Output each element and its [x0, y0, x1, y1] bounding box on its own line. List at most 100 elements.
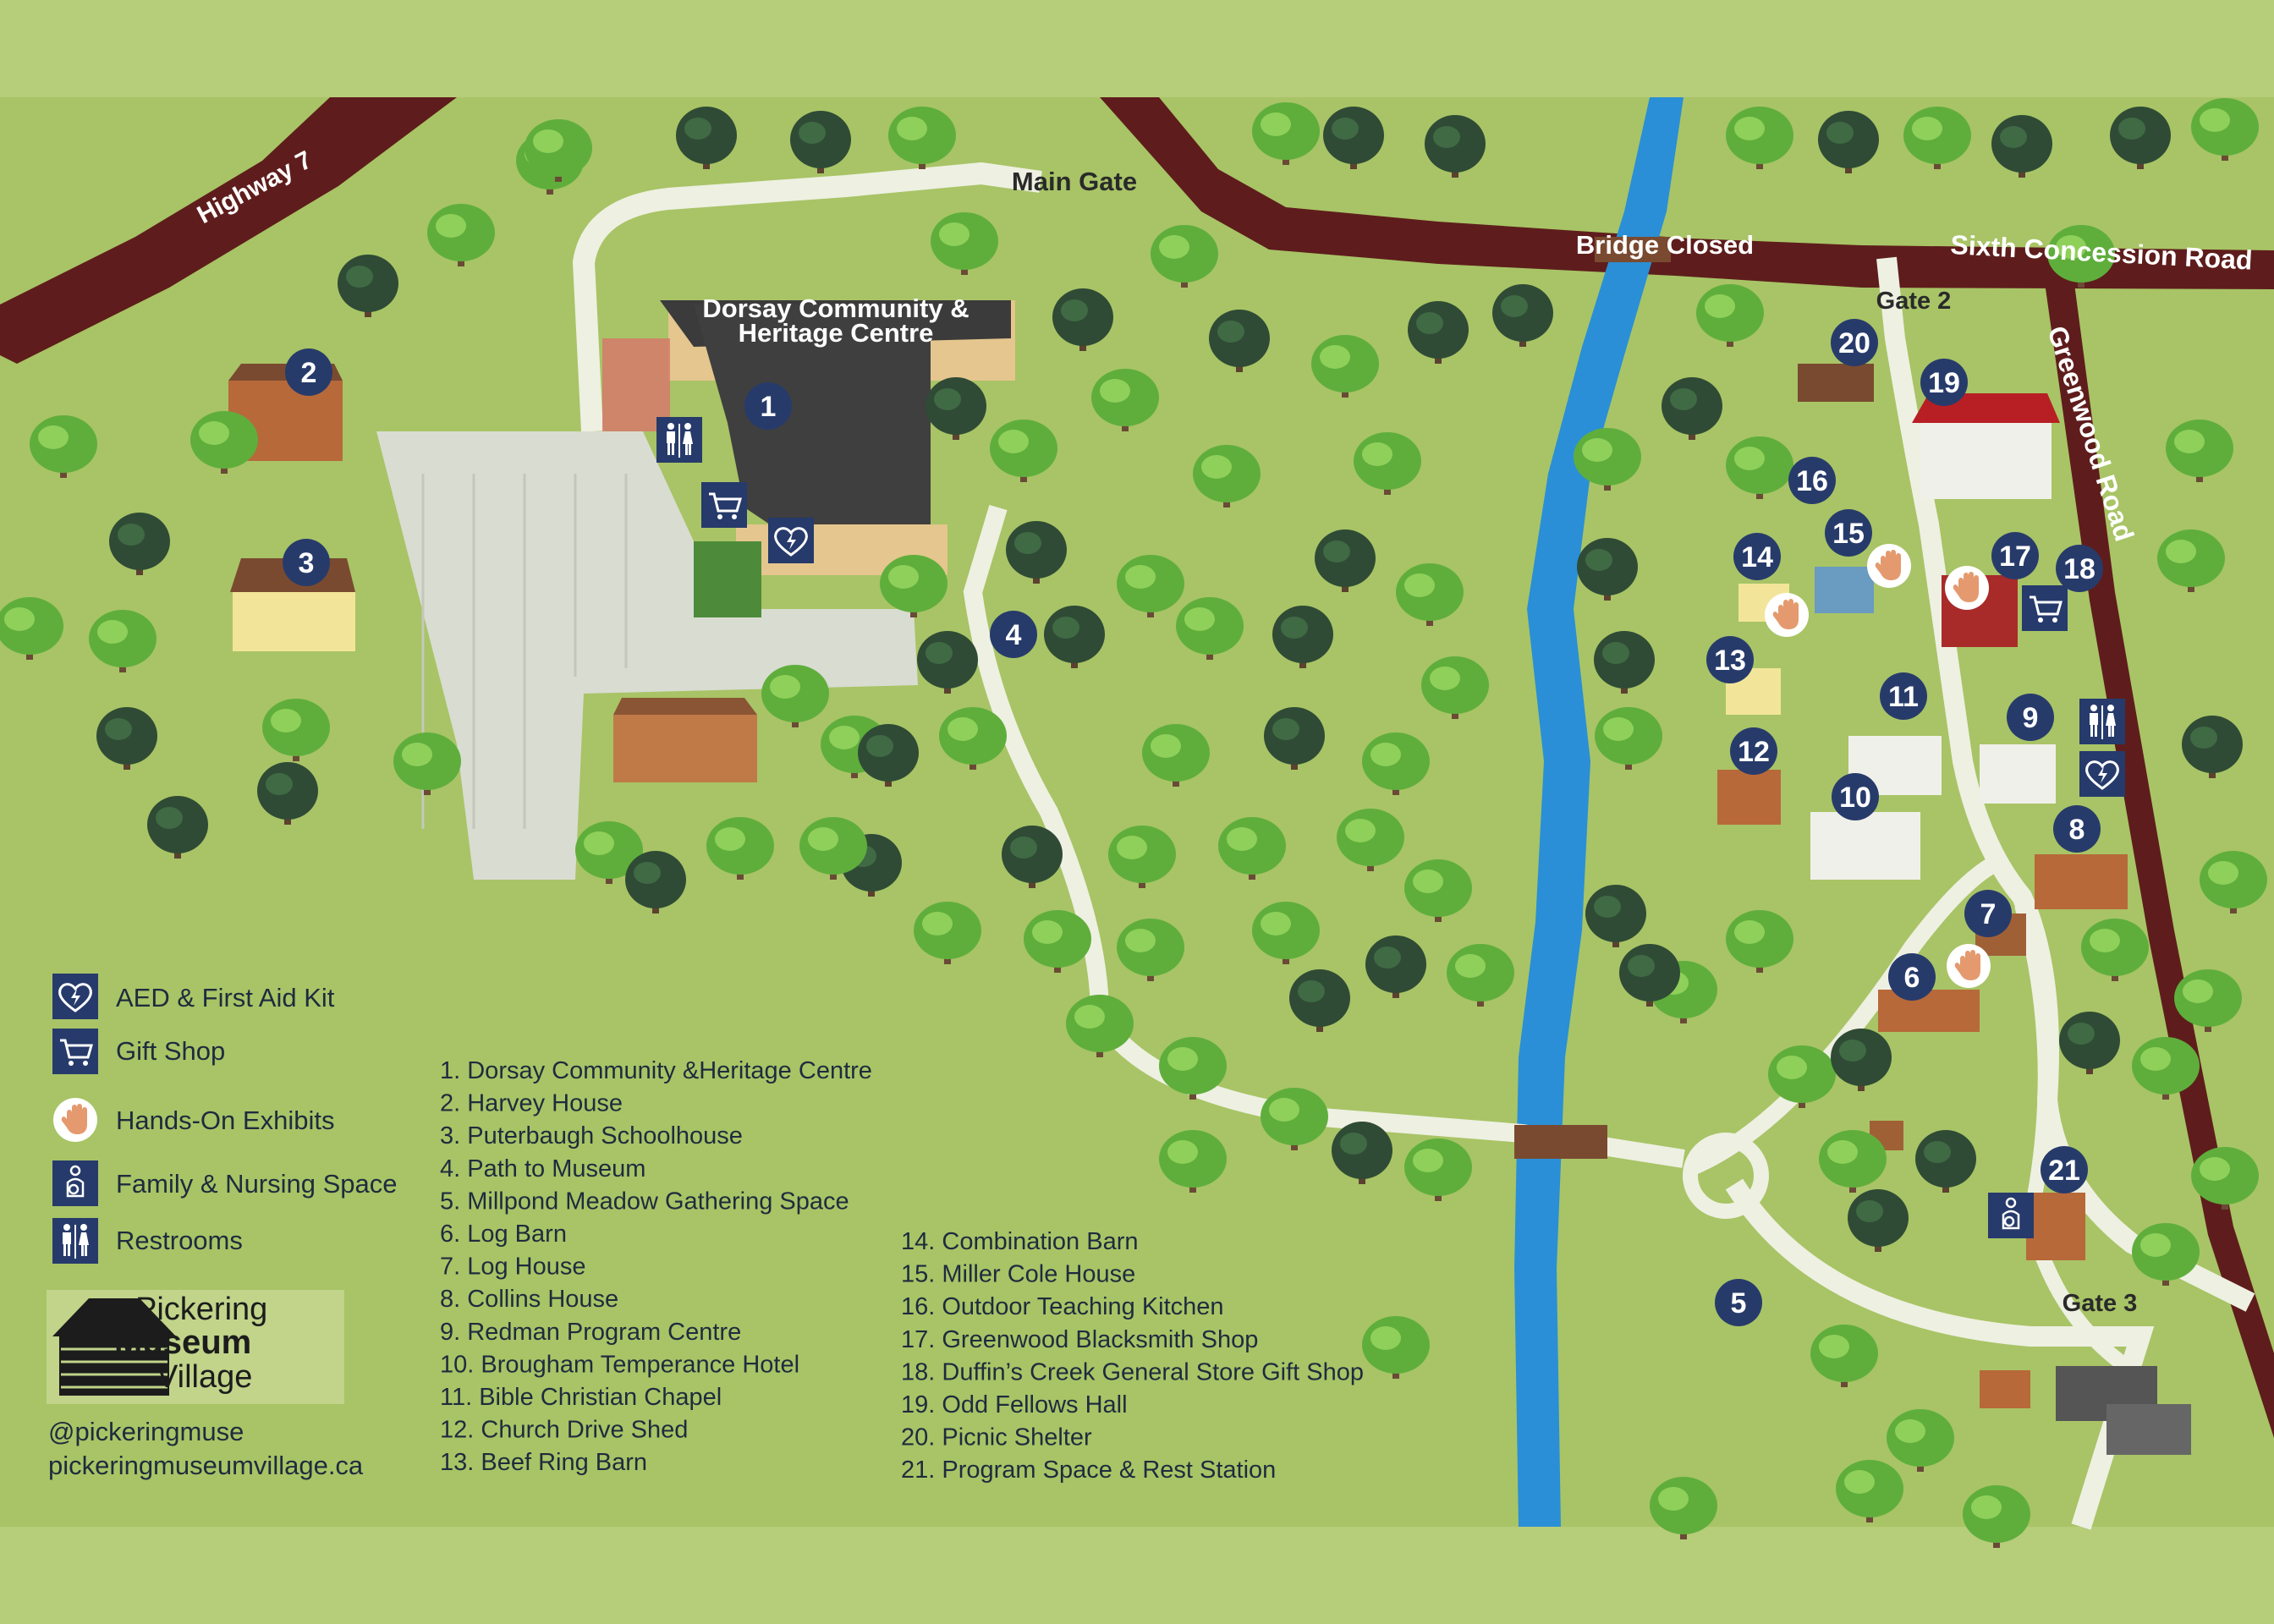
marker-18: 18	[2056, 545, 2103, 592]
aed-icon	[2078, 749, 2127, 798]
garden-beds	[602, 338, 761, 617]
hands-on-icon	[1765, 593, 1809, 637]
marker-circle	[1825, 509, 1872, 557]
place-list-item: 18. Duffin’s Creek General Store Gift Sh…	[901, 1358, 1364, 1385]
place-list-item: 5. Millpond Meadow Gathering Space	[440, 1188, 849, 1215]
place-list-item: 17. Greenwood Blacksmith Shop	[901, 1326, 1258, 1353]
place-list-item: 6. Log Barn	[440, 1221, 567, 1248]
marker-5: 5	[1715, 1279, 1762, 1326]
marker-number: 8	[2069, 814, 2085, 846]
marker-19: 19	[1920, 359, 1968, 406]
marker-11: 11	[1880, 672, 1927, 720]
legend-hands-icon	[53, 1098, 97, 1142]
marker-number: 5	[1731, 1287, 1747, 1320]
marker-number: 19	[1928, 367, 1960, 399]
marker-number: 2	[301, 357, 317, 389]
marker-15: 15	[1825, 509, 1872, 557]
marker-circle	[1920, 359, 1968, 406]
marker-1: 1	[744, 382, 792, 430]
marker-13: 13	[1706, 636, 1754, 683]
marker-circle	[2053, 805, 2101, 853]
marker-2: 2	[285, 348, 332, 396]
marker-number: 7	[1980, 898, 1997, 930]
restroom-icon	[656, 417, 702, 463]
legend-family-label: Family & Nursing Space	[116, 1169, 398, 1199]
marker-circle	[1730, 727, 1777, 775]
place-list-item: 11. Bible Christian Chapel	[440, 1384, 722, 1411]
marker-circle	[1831, 319, 1878, 366]
marker-number: 17	[1999, 540, 2031, 573]
marker-14: 14	[1733, 533, 1781, 580]
marker-number: 3	[299, 547, 315, 579]
place-list-item: 20. Picnic Shelter	[901, 1424, 1092, 1451]
marker-circle	[285, 348, 332, 396]
family-nursing-icon	[1986, 1191, 2035, 1240]
marker-number: 6	[1904, 962, 1920, 994]
place-list-item: 19. Odd Fellows Hall	[901, 1391, 1128, 1418]
path-gate3	[1725, 1178, 2155, 1530]
place-list-item: 15. Miller Cole House	[901, 1261, 1135, 1288]
sixth-concession-road	[1100, 97, 2274, 289]
marker-circle	[1715, 1279, 1762, 1326]
marker-circle	[1964, 890, 2012, 937]
marker-number: 18	[2063, 553, 2095, 585]
hands-on-icon	[1867, 544, 1911, 588]
hands-on-icon	[1947, 944, 1991, 988]
marker-circle	[1788, 457, 1836, 504]
marker-circle	[990, 611, 1037, 658]
marker-number: 20	[1838, 327, 1870, 359]
marker-9: 9	[2007, 694, 2054, 741]
marker-number: 1	[761, 391, 777, 423]
gate-2-label: Gate 2	[1876, 288, 1952, 315]
place-list-item: 12. Church Drive Shed	[440, 1417, 688, 1444]
gift-shop-icon	[700, 480, 749, 529]
gate-3-label: Gate 3	[2063, 1290, 2138, 1317]
marker-circle	[1832, 773, 1879, 820]
marker-20: 20	[1831, 319, 1878, 366]
legend-restrooms-label: Restrooms	[116, 1226, 243, 1255]
marker-number: 4	[1006, 619, 1022, 651]
logo-line3: Village	[157, 1359, 252, 1395]
dorsay-label-line2: Heritage Centre	[739, 318, 934, 348]
path-main-gate	[572, 162, 1042, 432]
place-list-item: 10. Brougham Temperance Hotel	[440, 1351, 799, 1378]
marker-number: 12	[1738, 736, 1770, 768]
legend-gift-label: Gift Shop	[116, 1036, 225, 1066]
bridge-closed-structure	[1595, 237, 1671, 262]
marker-circle	[1888, 953, 1936, 1001]
legend-hands-label: Hands-On Exhibits	[116, 1106, 334, 1135]
marker-circle	[1880, 672, 1927, 720]
marker-circle	[1706, 636, 1754, 683]
parking-lines	[421, 474, 628, 829]
marker-circle	[2056, 545, 2103, 592]
bridge-closed-label: Bridge Closed	[1576, 230, 1754, 260]
marker-number: 11	[1888, 681, 1919, 713]
logo-line1: Pickering	[135, 1292, 267, 1327]
place-list-item: 14. Combination Barn	[901, 1228, 1139, 1255]
highway-7-road	[0, 97, 457, 364]
place-list-item: 9. Redman Program Centre	[440, 1319, 741, 1346]
legend-restroom-icon	[52, 1218, 98, 1264]
marker-12: 12	[1730, 727, 1777, 775]
legend-aed-label: AED & First Aid Kit	[116, 983, 335, 1012]
hands-on-icon	[1945, 566, 1989, 610]
museum-logo: Pickering Museum Village	[47, 1290, 344, 1404]
marker-circle	[1733, 533, 1781, 580]
marker-circle	[744, 382, 792, 430]
social-handle: @pickeringmuse	[48, 1417, 244, 1446]
place-list-item: 2. Harvey House	[440, 1090, 623, 1117]
place-list-col2: 14. Combination Barn 15. Miller Cole Hous…	[901, 1228, 1364, 1484]
marker-circle	[1991, 532, 2039, 579]
marker-number: 9	[2023, 702, 2039, 734]
parking-lot	[376, 431, 918, 880]
place-list-item: 4. Path to Museum	[440, 1155, 645, 1182]
marker-circle	[2007, 694, 2054, 741]
place-list-item: 7. Log House	[440, 1254, 586, 1281]
marker-6: 6	[1888, 953, 1936, 1001]
place-list-item: 13. Beef Ring Barn	[440, 1449, 647, 1476]
legend: AED & First Aid Kit Gift Shop Hands-On E…	[51, 972, 398, 1264]
website: pickeringmuseumvillage.ca	[48, 1451, 364, 1480]
gift-shop-icon	[2020, 584, 2069, 633]
